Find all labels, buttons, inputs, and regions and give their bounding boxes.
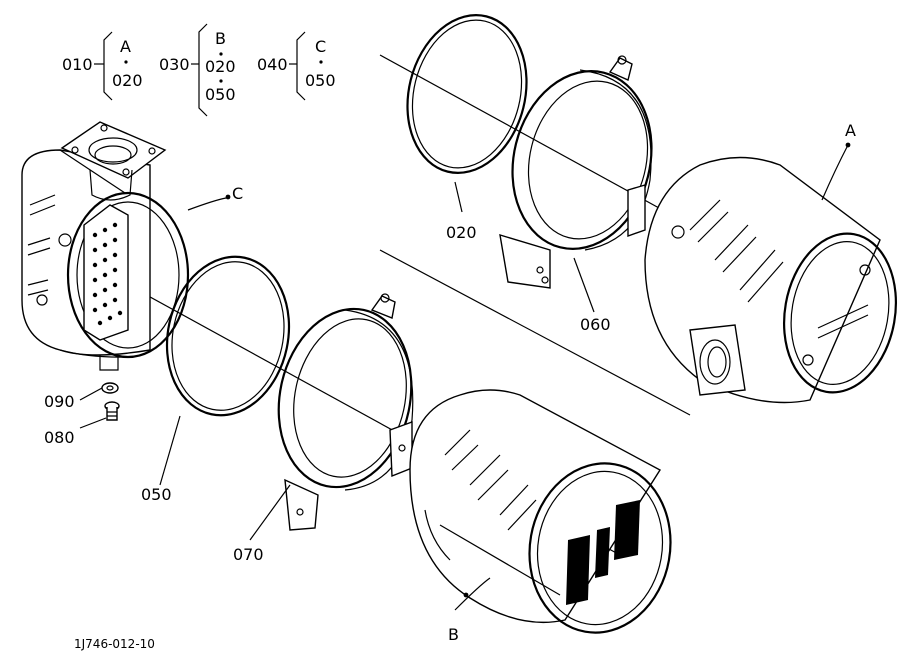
legend-010-part: 010 xyxy=(62,55,93,74)
callout-b: B xyxy=(448,625,459,644)
legend-040-bottom: 050 xyxy=(305,71,336,90)
callout-050: 050 xyxy=(141,485,172,504)
assembly-legend: 010 A 020 030 B 020 050 040 C 050 xyxy=(62,23,336,117)
legend-010-bottom: 020 xyxy=(112,71,143,90)
callout-a: A xyxy=(845,121,856,140)
leader-lines xyxy=(79,142,851,611)
gasket-ring-050 xyxy=(165,255,291,417)
callout-090: 090 xyxy=(44,392,75,411)
legend-030-mid: 020 xyxy=(205,57,236,76)
clamp-band-060 xyxy=(499,55,653,289)
washer-090 xyxy=(101,382,119,394)
legend-010-top: A xyxy=(120,37,131,56)
callout-060: 060 xyxy=(580,315,611,334)
callout-c: C xyxy=(232,184,243,203)
legend-040-part: 040 xyxy=(257,55,288,74)
inlet-housing-part-c xyxy=(21,121,190,371)
perforated-screen xyxy=(92,222,123,326)
legend-030-bracket xyxy=(198,23,208,117)
legend-030-part: 030 xyxy=(159,55,190,74)
legend-010-bracket xyxy=(103,31,113,101)
legend-030-bottom: 050 xyxy=(205,85,236,104)
callout-labels: C A B 020 060 050 070 090 080 1J746-012-… xyxy=(44,121,856,651)
clamp-band-070 xyxy=(277,293,414,531)
callout-020: 020 xyxy=(446,223,477,242)
drawing-code: 1J746-012-10 xyxy=(74,637,155,651)
paint-mark xyxy=(566,500,640,605)
gasket-ring-020 xyxy=(406,14,528,174)
legend-040-top: C xyxy=(315,37,326,56)
housing-cylinder-part-a xyxy=(644,156,898,404)
legend-030-top: B xyxy=(215,29,226,48)
screw-080 xyxy=(104,401,120,421)
callout-080: 080 xyxy=(44,428,75,447)
callout-070: 070 xyxy=(233,545,264,564)
legend-040-bracket xyxy=(296,31,306,101)
housing-cylinder-part-b xyxy=(409,389,672,634)
